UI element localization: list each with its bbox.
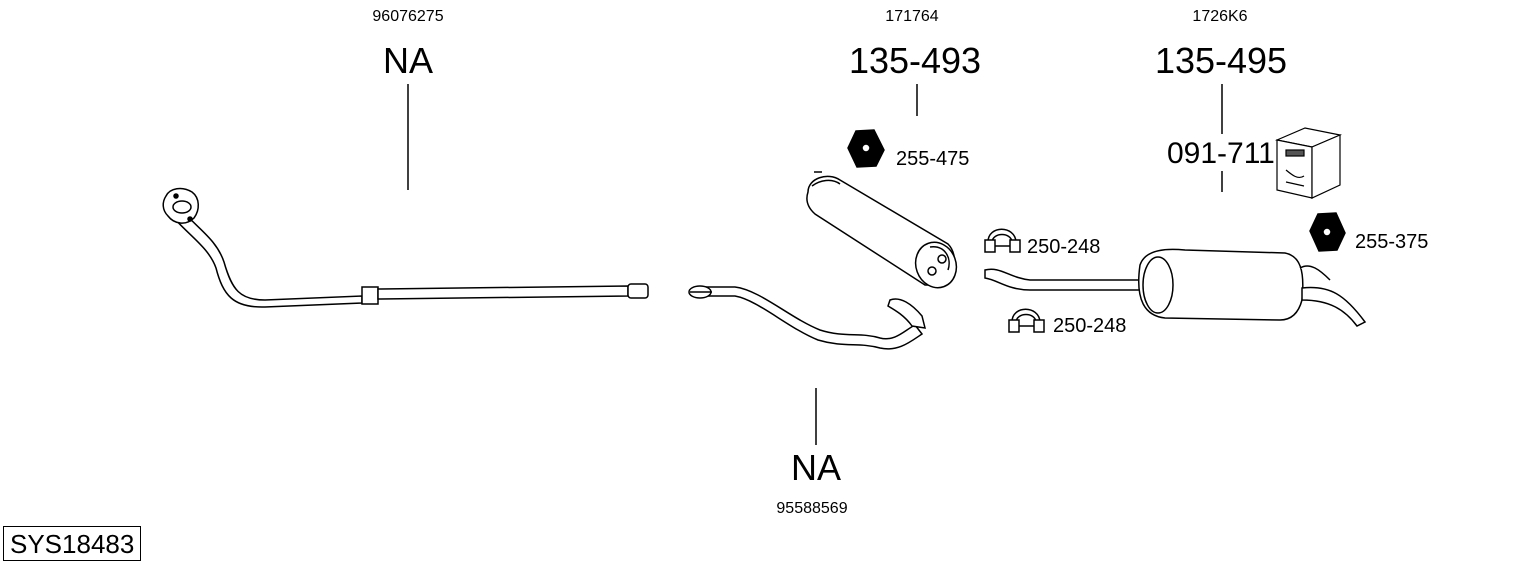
clamp-lower-drawing (1008, 308, 1045, 333)
system-code-label: SYS18483 (3, 526, 142, 561)
clamp-upper-drawing (984, 228, 1021, 253)
center-silencer-drawing (806, 171, 958, 289)
part-number-middle-pipe: NA (790, 447, 842, 488)
part-number-front-pipe: NA (382, 40, 434, 81)
middle-pipe-drawing (688, 285, 927, 350)
part-number-clamp-lower: 250-248 (1053, 315, 1127, 337)
oe-number-front-pipe: 96076275 (372, 8, 444, 25)
part-number-rear-silencer: 135-495 (1154, 40, 1288, 81)
oe-number-rear-silencer: 1726K6 (1192, 8, 1248, 25)
part-number-center-silencer: 135-493 (848, 40, 982, 81)
oe-number-middle-pipe: 95588569 (776, 500, 848, 517)
mounting-kit-drawing (1274, 127, 1343, 199)
rear-silencer-drawing (984, 248, 1367, 327)
part-number-clamp-upper: 250-248 (1027, 236, 1101, 258)
part-number-mounting-kit: 091-711 (1167, 137, 1275, 170)
front-pipe-drawing (162, 187, 649, 308)
part-number-gasket-center: 255-475 (896, 148, 970, 170)
oe-number-center-silencer: 171764 (885, 8, 939, 25)
part-number-gasket-rear: 255-375 (1355, 231, 1429, 253)
